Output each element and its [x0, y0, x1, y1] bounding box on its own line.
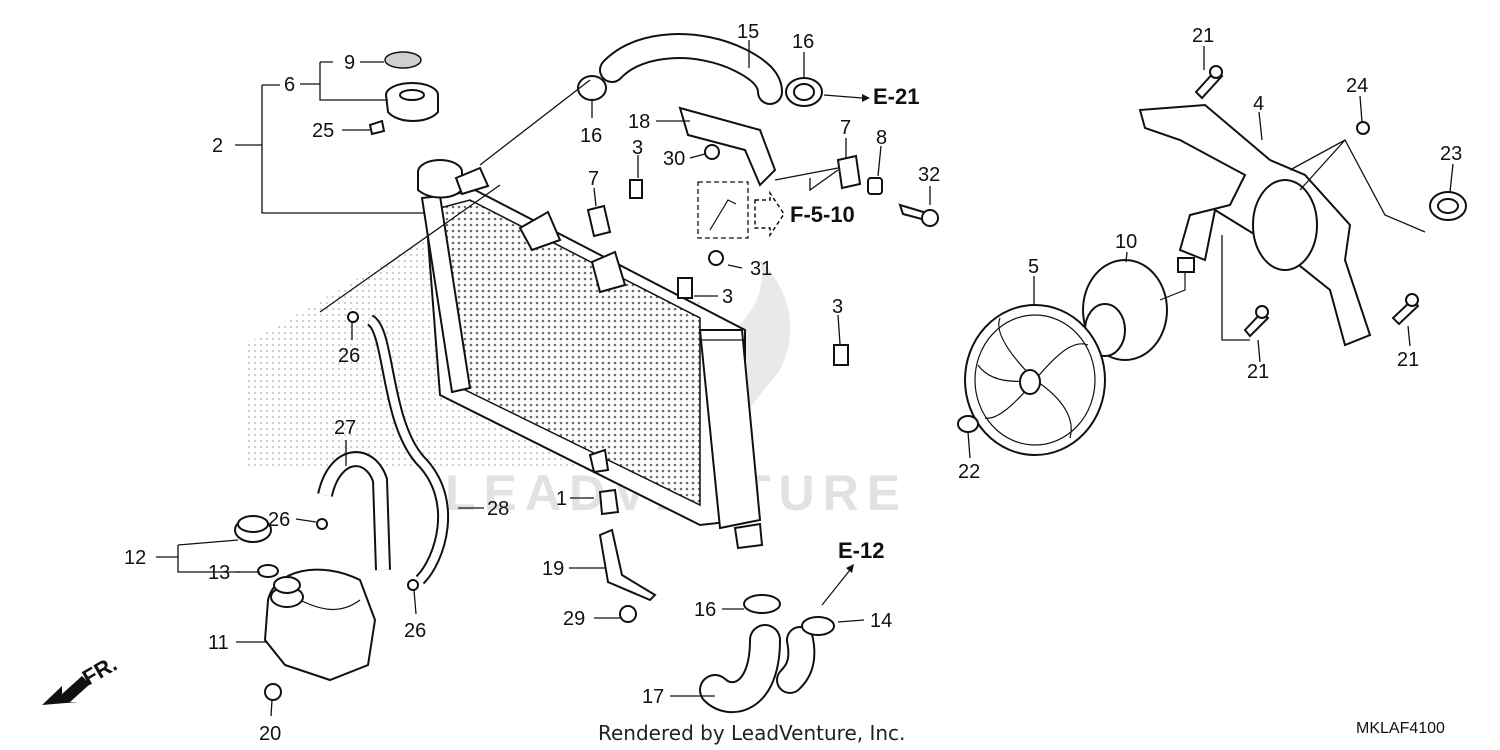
- callout-8: 8: [876, 127, 887, 149]
- callout-20: 20: [259, 723, 281, 745]
- radiator-cap: [368, 51, 439, 136]
- callout-14: 14: [870, 610, 892, 632]
- callout-5: 5: [1028, 256, 1039, 278]
- reference-arrows: [821, 94, 870, 606]
- callout-28: 28: [487, 498, 509, 520]
- callout-1: 1: [556, 488, 567, 510]
- callout-9: 9: [344, 52, 355, 74]
- callout-31: 31: [750, 258, 772, 280]
- callout-24: 24: [1346, 75, 1368, 97]
- reservoir-tank: [234, 515, 377, 701]
- ref-e-21: E-21: [873, 84, 919, 109]
- callout-26: 26: [338, 345, 360, 367]
- lower-hose-17: [699, 594, 835, 714]
- diagram-code: MKLAF4100: [1356, 720, 1445, 737]
- callout-3: 3: [832, 296, 843, 318]
- callout-3: 3: [722, 286, 733, 308]
- callout-26: 26: [268, 509, 290, 531]
- f-5-10-detail: [697, 181, 785, 239]
- callout-23: 23: [1440, 143, 1462, 165]
- callout-16: 16: [694, 599, 716, 621]
- filler-neck: [417, 159, 490, 199]
- callout-15: 15: [737, 21, 759, 43]
- callout-26: 26: [404, 620, 426, 642]
- cooling-fan: [964, 304, 1106, 456]
- callout-21: 21: [1397, 349, 1419, 371]
- front-direction-arrow: FR.: [42, 651, 121, 705]
- fan-motor: [1082, 257, 1195, 361]
- ref-e-12: E-12: [838, 538, 884, 563]
- callout-27: 27: [334, 417, 356, 439]
- callout-6: 6: [284, 74, 295, 96]
- callout-13: 13: [208, 562, 230, 584]
- callout-11: 11: [208, 632, 229, 654]
- overflow-hoses: [317, 314, 449, 585]
- callout-7: 7: [588, 168, 599, 190]
- callout-2: 2: [212, 135, 223, 157]
- callout-25: 25: [312, 120, 334, 142]
- callout-7: 7: [840, 117, 851, 139]
- callout-32: 32: [918, 164, 940, 186]
- fan-shroud: [1138, 103, 1372, 347]
- callout-21: 21: [1247, 361, 1269, 383]
- callout-18: 18: [628, 111, 650, 133]
- callout-16: 16: [580, 125, 602, 147]
- callout-4: 4: [1253, 93, 1264, 115]
- callout-19: 19: [542, 558, 564, 580]
- callout-21: 21: [1192, 25, 1214, 47]
- rendered-by-credit: Rendered by LeadVenture, Inc.: [598, 721, 905, 745]
- hose-clamp-16-upper: [577, 75, 823, 107]
- fasteners: [316, 144, 939, 623]
- section-references: E-21 E-12 F-5-10: [790, 84, 919, 563]
- callout-10: 10: [1115, 231, 1137, 253]
- radiator: [420, 188, 764, 550]
- callout-30: 30: [663, 148, 685, 170]
- callout-29: 29: [563, 608, 585, 630]
- brackets: [598, 106, 777, 602]
- fan-fasteners: [957, 65, 1467, 433]
- ref-f-5-10: F-5-10: [790, 202, 855, 227]
- callout-12: 12: [124, 547, 146, 569]
- callout-3: 3: [632, 137, 643, 159]
- callout-labels: 1 2 3 3 3 4 5 6 7 7 8 9 10 11 12 13 14 1…: [124, 21, 1462, 745]
- callout-16: 16: [792, 31, 814, 53]
- callout-22: 22: [958, 461, 980, 483]
- leader-lines: [156, 40, 1454, 717]
- callout-17: 17: [642, 686, 664, 708]
- upper-hose-15: [599, 33, 783, 105]
